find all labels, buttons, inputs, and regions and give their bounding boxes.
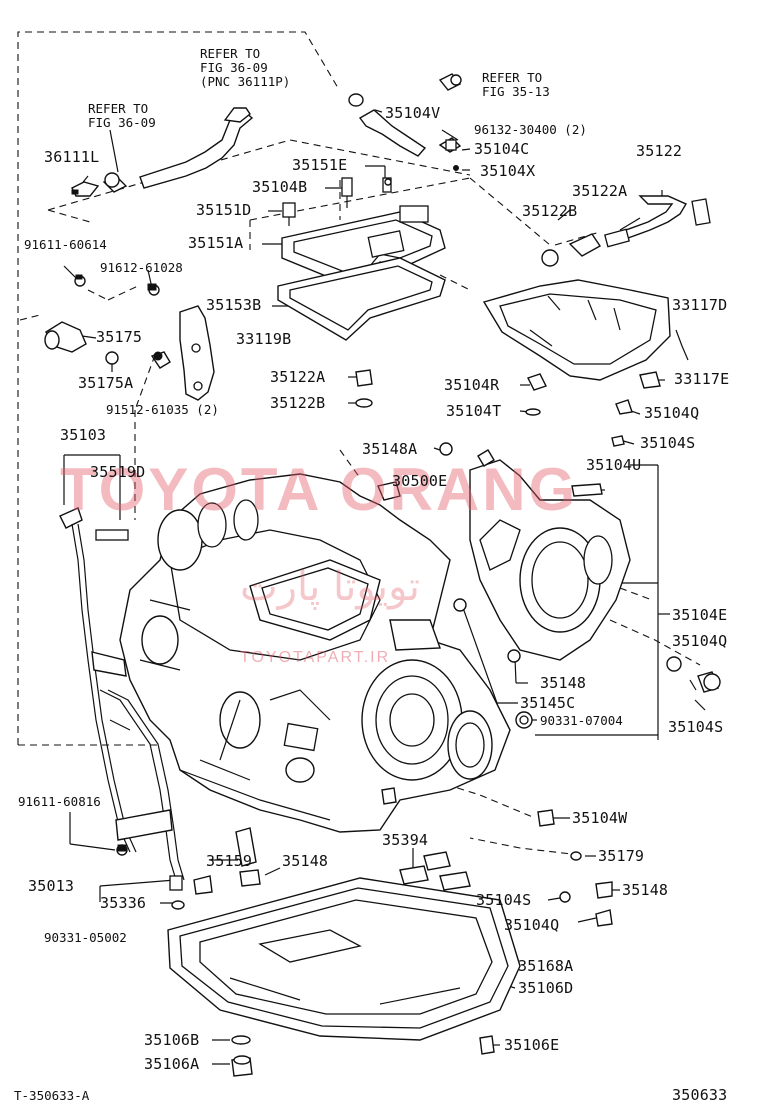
label-35175: 35175 [96,328,142,346]
label-35106D: 35106D [518,979,573,997]
label-35103: 35103 [60,426,106,444]
label-35104U: 35104U [586,456,641,474]
label-90331-07004: 90331-07004 [540,713,623,728]
label-35104V: 35104V [385,104,440,122]
label-35122B-top: 35122B [522,202,577,220]
label-35106B: 35106B [144,1031,199,1049]
label-35151E: 35151E [292,156,347,174]
label-35336: 35336 [100,894,146,912]
label-36111L: 36111L [44,148,99,166]
ref-fig-36-09-pnc-line3: (PNC 36111P) [200,74,290,89]
label-91611-60614: 91611-60614 [24,237,107,252]
label-35151D: 35151D [196,201,251,219]
label-35104C: 35104C [474,140,529,158]
label-35148-r: 35148 [622,881,668,899]
extension-housing [377,442,721,729]
label-35148A: 35148A [362,440,417,458]
label-91611-60816: 91611-60816 [18,794,101,809]
label-33119B: 33119B [236,330,291,348]
label-35104S-mid: 35104S [668,718,723,736]
reference-notes: REFER TO FIG 36-09 (PNC 36111P) REFER TO… [88,46,550,130]
watermark-script: تويوتا پارت [240,564,420,610]
label-35106E: 35106E [504,1036,559,1054]
label-35153B: 35153B [206,296,261,314]
label-35104S-top: 35104S [640,434,695,452]
ref-fig-35-13-line1: REFER TO [482,70,542,85]
label-35104B: 35104B [252,178,307,196]
label-33117E: 33117E [674,370,729,388]
footer-right-code: 350633 [672,1086,727,1104]
label-35175A: 35175A [78,374,133,392]
label-35104S-low: 35104S [476,891,531,909]
breather-hoses [71,73,462,197]
label-91612-61028: 91612-61028 [100,260,183,275]
watermark: TOYOTA ORANG تويوتا پارت TOYOTAPART.IR [60,456,578,666]
ref-fig-35-13-line2: FIG 35-13 [482,84,550,99]
label-35104X: 35104X [480,162,535,180]
dipstick-and-tube [59,507,185,910]
ref-fig-36-09-line1: REFER TO [88,101,148,116]
footer: T-350633-A 350633 [14,1086,727,1104]
label-96132-30400: 96132-30400 (2) [474,122,587,137]
label-35104T: 35104T [446,402,501,420]
label-35104R: 35104R [444,376,500,394]
label-35179: 35179 [598,847,644,865]
label-35122A-top: 35122A [572,182,627,200]
label-35148-mid: 35148 [540,674,586,692]
label-35168A: 35168A [518,957,573,975]
label-35104Q-top: 35104Q [644,404,699,422]
label-35104E: 35104E [672,606,727,624]
label-35394: 35394 [382,831,428,849]
label-33117D: 33117D [672,296,727,314]
oil-pipe-and-cover [355,195,711,447]
oil-pan-group [167,787,613,1077]
label-35013: 35013 [28,877,74,895]
transaxle-case [119,473,511,833]
label-35159: 35159 [206,852,252,870]
label-35122: 35122 [636,142,682,160]
valve-body-group [74,177,446,341]
part-labels: 35104V 96132-30400 (2) 35104C 35122 3611… [18,104,729,1073]
label-91512-61035: 91512-61035 (2) [106,402,219,417]
label-90331-05002: 90331-05002 [44,930,127,945]
label-35145C: 35145C [520,694,575,712]
label-35106A: 35106A [144,1055,199,1073]
label-35104W: 35104W [572,809,628,827]
label-35104Q-mid: 35104Q [672,632,727,650]
label-35104Q-low: 35104Q [504,916,559,934]
watermark-sub: TOYOTAPART.IR [240,649,390,666]
label-35148-low: 35148 [282,852,328,870]
footer-left-code: T-350633-A [14,1088,90,1103]
watermark-main: TOYOTA ORANG [60,456,578,523]
ref-fig-36-09-pnc-line2: FIG 36-09 [200,60,268,75]
label-35519D: 35519D [90,463,145,481]
sensor-and-bracket [44,305,215,401]
label-35122B: 35122B [270,394,325,412]
label-35122A: 35122A [270,368,325,386]
label-35151A: 35151A [188,234,243,252]
ref-fig-36-09-line2: FIG 36-09 [88,115,156,130]
label-30500E: 30500E [392,472,447,490]
ref-fig-36-09-pnc-line1: REFER TO [200,46,260,61]
